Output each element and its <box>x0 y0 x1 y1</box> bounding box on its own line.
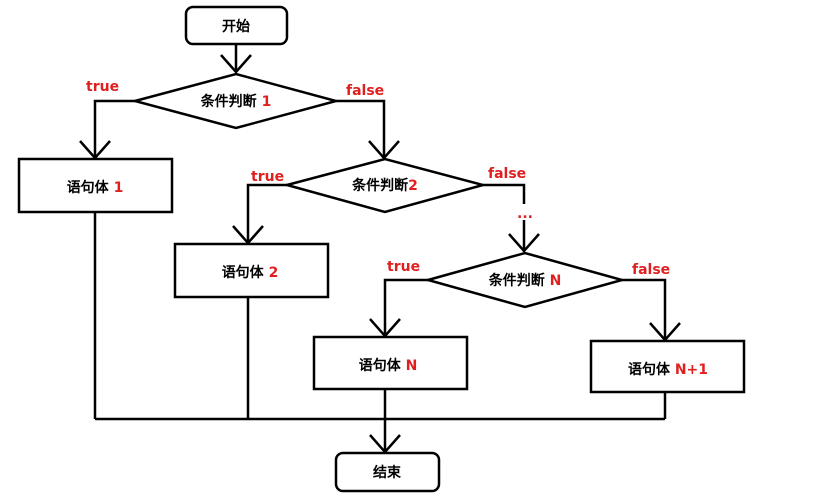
condition-n-text: 条件判断 N <box>488 272 562 289</box>
condition-1-false-label: false <box>346 83 384 99</box>
condition-1-diamond <box>130 72 341 130</box>
statement-1-number: 1 <box>114 180 124 196</box>
statement-n-plus-1-box <box>589 339 746 394</box>
condition-1-text: 条件判断 1 <box>200 93 272 110</box>
statement-n-plus-1-text: 语句体 N+1 <box>628 361 708 378</box>
end-node: 结束 <box>334 451 441 493</box>
start-node: 开始 <box>184 5 289 46</box>
condition-2-false-label: false <box>488 166 526 182</box>
statement-2: 语句体 2 <box>173 242 330 299</box>
connector-cond2-false <box>483 183 526 204</box>
connector-condN-false <box>622 278 667 340</box>
statement-n: 语句体 N <box>312 335 469 391</box>
ellipsis-text: ... <box>517 206 533 222</box>
condition-1: 条件判断 1 true false <box>86 72 384 130</box>
connector-cond1-true <box>93 99 135 158</box>
condition-n-false-label: false <box>632 262 670 278</box>
condition-n-diamond <box>423 251 627 309</box>
condition-n-true-label: true <box>387 259 420 275</box>
condition-2: 条件判断2 true false <box>251 157 526 214</box>
statement-n-plus-1: 语句体 N+1 <box>589 339 746 394</box>
statement-n-plus-1-number: N+1 <box>675 362 708 378</box>
statement-1-text: 语句体 1 <box>67 179 124 196</box>
start-label: 开始 <box>222 18 250 35</box>
end-terminal <box>334 451 441 493</box>
statement-n-plus-1-label: 语句体 <box>628 361 675 378</box>
condition-2-true-label: true <box>251 169 284 185</box>
arrowhead-icon <box>508 233 540 253</box>
condition-2-number: 2 <box>408 178 418 194</box>
condition-1-number: 1 <box>262 94 272 110</box>
condition-1-label: 条件判断 <box>200 93 262 110</box>
arrowhead-icon <box>220 54 252 74</box>
end-label: 结束 <box>373 464 402 481</box>
statement-2-text: 语句体 2 <box>222 264 279 281</box>
statement-1-label: 语句体 <box>67 179 114 196</box>
condition-2-diamond <box>282 157 488 214</box>
statement-2-box <box>173 242 330 299</box>
statement-n-number: N <box>406 358 418 374</box>
statement-n-label: 语句体 <box>359 357 406 374</box>
connector-cond2-true <box>246 183 287 243</box>
condition-n-number: N <box>550 273 562 289</box>
statement-n-text: 语句体 N <box>359 357 418 374</box>
connector-cond1-false <box>336 99 386 158</box>
condition-2-label: 条件判断 <box>351 177 408 194</box>
statement-1: 语句体 1 <box>17 157 174 214</box>
condition-n-label: 条件判断 <box>488 272 550 289</box>
start-terminal <box>184 5 289 46</box>
statement-2-label: 语句体 <box>222 264 269 281</box>
connectors <box>93 45 667 452</box>
connector-condN-true <box>383 278 428 336</box>
condition-n: 条件判断 N true false <box>387 251 670 309</box>
statement-n-box <box>312 335 469 391</box>
condition-2-text: 条件判断2 <box>351 177 418 194</box>
statement-2-number: 2 <box>269 265 279 281</box>
condition-1-true-label: true <box>86 79 119 95</box>
statement-1-box <box>17 157 174 214</box>
